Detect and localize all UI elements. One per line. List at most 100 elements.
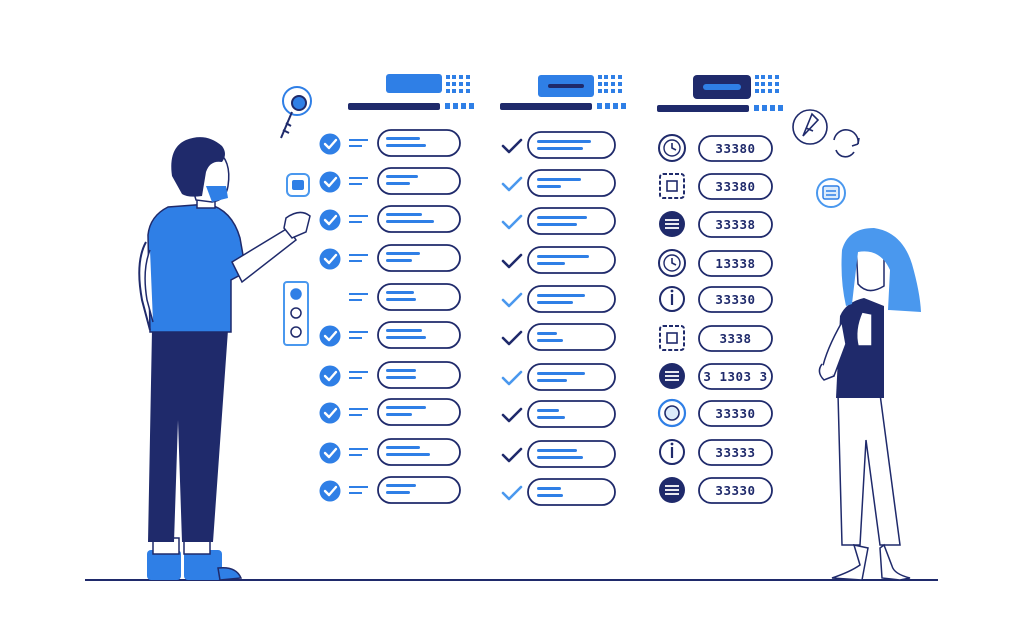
middle-column-header [500, 75, 626, 110]
left-checklist-row[interactable] [319, 476, 461, 504]
right-value-row[interactable]: 33330 [659, 477, 773, 504]
radio-group-card [283, 281, 309, 346]
left-checklist-row[interactable] [319, 321, 461, 349]
middle-checklist-row[interactable] [501, 363, 616, 391]
text-line [537, 456, 583, 459]
text-line [386, 329, 422, 332]
middle-checklist-row[interactable] [501, 207, 616, 235]
middle-checklist-row[interactable] [501, 478, 616, 506]
value-pill [698, 400, 773, 427]
checkmark-icon [501, 330, 523, 346]
radio-selected-icon[interactable] [290, 288, 302, 300]
left-checklist-row[interactable] [319, 129, 461, 157]
value-label: 3338 [719, 331, 751, 346]
left-checklist-row[interactable] [349, 283, 461, 311]
text-line [537, 379, 567, 382]
text-line [537, 409, 559, 412]
right-value-row[interactable]: 33380 [659, 173, 773, 200]
right-value-row[interactable]: 33333 [659, 439, 773, 466]
middle-checklist-row[interactable] [501, 285, 616, 313]
refresh-badge-icon [833, 129, 860, 158]
value-pill [698, 363, 773, 390]
checkmark-icon [323, 370, 338, 382]
man-figure [138, 137, 311, 581]
text-line [537, 294, 585, 297]
right-value-row[interactable]: 3338 [659, 325, 773, 352]
middle-checklist-row[interactable] [501, 246, 616, 274]
left-checklist-row[interactable] [319, 244, 461, 272]
text-line [537, 332, 557, 335]
row-pill [377, 283, 461, 311]
value-pill [698, 135, 773, 162]
right-value-row[interactable]: 13338 [658, 249, 773, 277]
row-pill [527, 478, 616, 506]
value-label: 3 1303 3 [703, 369, 767, 384]
card-icon [816, 178, 846, 208]
text-line [386, 376, 416, 379]
radio-empty-icon[interactable] [290, 307, 302, 319]
right-value-list: 33380 33380 33338 13338 33330 3338 3 1303 3 333… [657, 134, 773, 504]
left-checklist-row[interactable] [319, 398, 461, 426]
text-line [537, 372, 585, 375]
right-column-header [657, 75, 783, 112]
middle-checklist-row[interactable] [501, 131, 616, 159]
checkmark-icon [323, 138, 338, 150]
right-value-row[interactable]: 33380 [658, 134, 773, 162]
text-line [386, 259, 412, 262]
row-pill [527, 285, 616, 313]
middle-checklist-row[interactable] [501, 440, 616, 468]
row-pill [377, 321, 461, 349]
text-line [386, 453, 430, 456]
middle-checklist-row[interactable] [501, 323, 616, 351]
checkmark-icon [501, 138, 523, 154]
text-line [386, 182, 410, 185]
text-line [537, 301, 573, 304]
text-line [386, 369, 416, 372]
row-pill [527, 400, 616, 428]
row-pill [377, 438, 461, 466]
right-value-row[interactable]: 33330 [659, 286, 773, 313]
checkmark-icon [323, 447, 338, 459]
ticket-icon [659, 173, 685, 199]
row-pill [377, 476, 461, 504]
check-circle-icon [319, 442, 341, 464]
row-pill [527, 246, 616, 274]
row-pill [377, 129, 461, 157]
woman-figure [818, 228, 921, 581]
clock-icon [658, 249, 686, 277]
check-circle-icon [319, 325, 341, 347]
radio-empty-icon[interactable] [290, 326, 302, 338]
left-checklist-row[interactable] [319, 167, 461, 195]
info-icon [659, 286, 685, 312]
checkmark-icon [323, 253, 338, 265]
checkmark-icon [323, 485, 338, 497]
checkmark-icon [501, 176, 523, 192]
value-pill [698, 286, 773, 313]
text-line [537, 185, 561, 188]
middle-checklist-row[interactable] [501, 169, 616, 197]
checkmark-icon [501, 292, 523, 308]
text-line [537, 178, 581, 181]
left-checklist-row[interactable] [319, 205, 461, 233]
check-circle-icon [319, 171, 341, 193]
right-value-row[interactable]: 33338 [659, 211, 773, 238]
middle-checklist-row[interactable] [501, 400, 616, 428]
text-line [386, 220, 434, 223]
value-label: 33380 [715, 141, 755, 156]
checkmark-icon [501, 253, 523, 269]
text-line [386, 484, 416, 487]
header-glyphs [446, 75, 470, 93]
right-value-row[interactable]: 3 1303 3 [659, 363, 773, 390]
check-circle-icon [319, 133, 341, 155]
right-value-row[interactable]: 33330 [657, 398, 773, 428]
value-label: 33338 [715, 217, 755, 232]
left-checklist-row[interactable] [319, 438, 461, 466]
value-label: 33330 [715, 406, 755, 421]
check-circle-icon [319, 209, 341, 231]
left-checklist-row[interactable] [319, 361, 461, 389]
checkmark-icon [501, 447, 523, 463]
text-line [386, 175, 418, 178]
row-pill [377, 398, 461, 426]
text-line [537, 339, 563, 342]
